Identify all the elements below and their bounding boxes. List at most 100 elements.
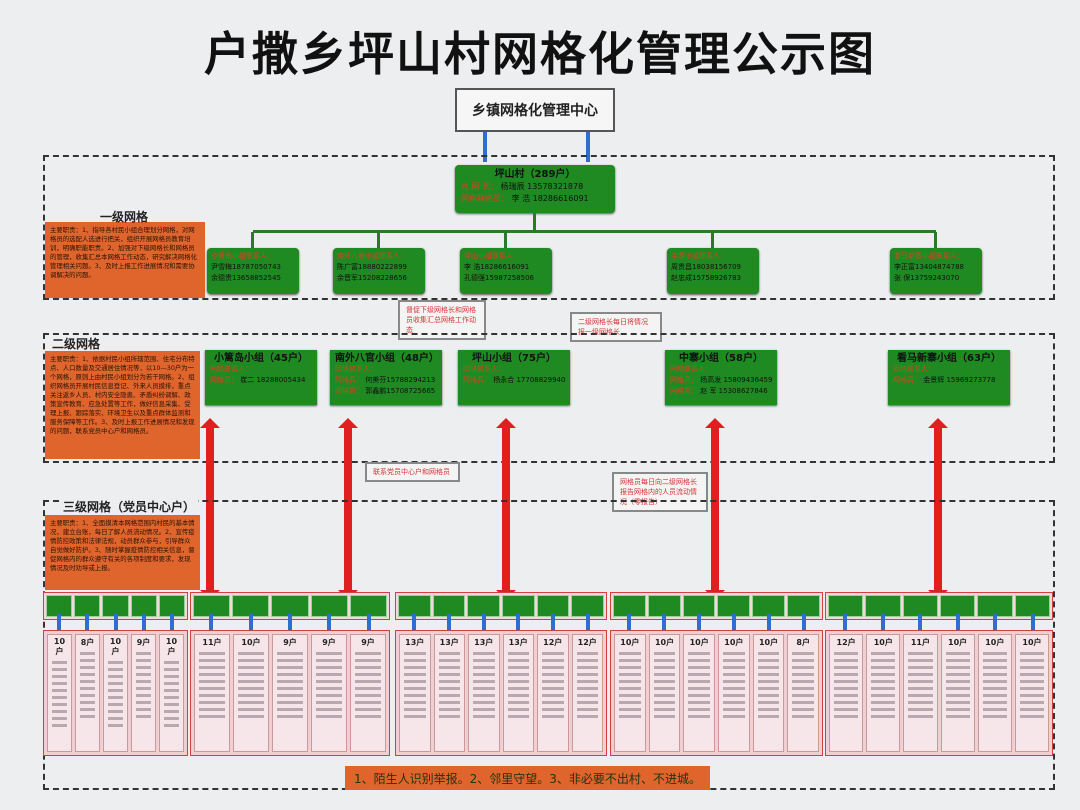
double-arrow-icon xyxy=(113,614,118,632)
household-cell: 12户 xyxy=(571,634,603,752)
contact: 赵忠成15758926783 xyxy=(671,274,741,282)
group-name: 南外八官小组（48户） xyxy=(335,353,439,364)
poster-title: 户撒乡坪山村网格化管理公示图 xyxy=(204,27,876,81)
household-count: 10户 xyxy=(53,637,66,656)
level1-region xyxy=(43,155,1055,300)
role: 网格联系人： xyxy=(893,365,935,373)
double-arrow-icon xyxy=(446,614,451,632)
group-name: 坪山小组（75户） xyxy=(472,353,556,364)
double-arrow-icon xyxy=(248,614,253,632)
household-count: 10户 xyxy=(689,638,709,647)
contact: 张 保13759243070 xyxy=(894,274,960,282)
label: 总 网 长： xyxy=(461,182,499,191)
household-count: 10户 xyxy=(241,638,261,647)
value: 李 浩 18286616091 xyxy=(511,194,589,203)
household-cell: 10户 xyxy=(614,634,646,752)
double-arrow-icon xyxy=(366,614,371,632)
household-cell: 9户 xyxy=(350,634,386,752)
level3-duties: 主要职责：1、全面摸清本网格范围内村民的基本情况，建立台账，每日了解人员流动情况… xyxy=(45,515,200,590)
household-count: 10户 xyxy=(165,637,178,656)
double-arrow-icon xyxy=(802,614,806,632)
contact: 余晋军15208228656 xyxy=(337,274,407,282)
connector-arrow-icon xyxy=(711,232,714,248)
household-count: 10户 xyxy=(1022,638,1042,647)
household-cell: 10户 xyxy=(752,634,785,752)
household-cell: 9户 xyxy=(311,634,347,752)
double-arrow-icon xyxy=(586,614,591,632)
household-cell: 10户 xyxy=(977,634,1012,752)
household-cell: 13户 xyxy=(468,634,500,752)
household-count: 10户 xyxy=(109,637,122,656)
box-title: 坪山小组联系人： xyxy=(464,252,520,260)
household-count: 13户 xyxy=(439,638,459,647)
value: 赵 军 15308627846 xyxy=(700,387,768,395)
callout-up2: 网格员每日向二级网格长报告网格内的人员流动情况（零报告） xyxy=(612,472,708,512)
household-cell: 10户 xyxy=(47,634,72,752)
group-name: 看马新寨小组（63户） xyxy=(897,353,1001,364)
contact: 周贵昌18038156709 xyxy=(671,263,741,271)
double-arrow-icon xyxy=(697,614,701,632)
household-count: 13户 xyxy=(508,638,528,647)
household-count: 8户 xyxy=(80,638,95,647)
value: 杨高发 15809436459 xyxy=(700,376,773,384)
household-count: 12户 xyxy=(836,638,856,647)
contact: 孔德强15987258506 xyxy=(464,274,534,282)
household-cell: 9户 xyxy=(272,634,308,752)
connector-arrow-icon xyxy=(504,232,507,248)
household-cell: 10户 xyxy=(103,634,128,752)
double-arrow-icon xyxy=(993,614,998,632)
double-arrow-icon xyxy=(141,614,146,632)
group-name: 小篱岛小组（45户） xyxy=(214,353,308,364)
household-cell: 10户 xyxy=(940,634,975,752)
contact: 陈广富18880222899 xyxy=(337,263,407,271)
value: 崔二 18288005434 xyxy=(240,376,306,384)
role: 网格联系人： xyxy=(210,365,252,373)
value: 杨瑞辰 13578321878 xyxy=(500,182,584,191)
double-arrow-icon xyxy=(732,614,736,632)
household-cell: 10户 xyxy=(718,634,750,752)
value: 郭鑫鹏15708725665 xyxy=(365,387,436,395)
village-name: 坪山村（289户） xyxy=(494,169,576,180)
double-arrow-icon xyxy=(662,614,666,632)
household-cell: 12户 xyxy=(537,634,569,752)
label: 网格员： xyxy=(463,376,491,384)
value: 何美芬15788294213 xyxy=(365,376,436,384)
connector-arrow-icon xyxy=(934,232,937,248)
label: 网格员： xyxy=(335,387,363,395)
household-cell: 10户 xyxy=(233,634,269,752)
household-count: 12户 xyxy=(543,638,563,647)
contact: 余德贵13658852545 xyxy=(211,274,281,282)
role: 网格联系人： xyxy=(335,365,377,373)
group-box: 坪山小组（75户）网格联系人：网格员： 杨永合 17708829940 xyxy=(458,350,570,405)
value: 金景辉 15969273778 xyxy=(923,376,996,384)
household-count: 10户 xyxy=(985,638,1005,647)
double-arrow-icon xyxy=(918,614,923,632)
double-arrow-icon xyxy=(327,614,332,632)
double-arrow-icon xyxy=(551,614,556,632)
household-cell: 11户 xyxy=(903,634,938,752)
household-count: 8户 xyxy=(796,638,810,647)
household-count: 11户 xyxy=(910,638,930,647)
contact: 尹雪梅18787050743 xyxy=(211,263,281,271)
label: 网格员： xyxy=(210,376,238,384)
value: 杨永合 17708829940 xyxy=(493,376,566,384)
household-count: 10户 xyxy=(758,638,779,647)
household-count: 13户 xyxy=(474,638,494,647)
double-arrow-icon xyxy=(56,614,61,632)
household-cell: 10户 xyxy=(683,634,716,752)
connector xyxy=(253,230,936,233)
group-box: 小篱岛小组（45户）网格联系人： 网格员： 崔二 18288005434 xyxy=(205,350,317,405)
double-arrow-icon xyxy=(209,614,214,632)
household-cell: 10户 xyxy=(1014,634,1050,752)
double-arrow-icon xyxy=(843,614,848,632)
level3-label: 三级网格（党员中心户） xyxy=(60,498,199,515)
